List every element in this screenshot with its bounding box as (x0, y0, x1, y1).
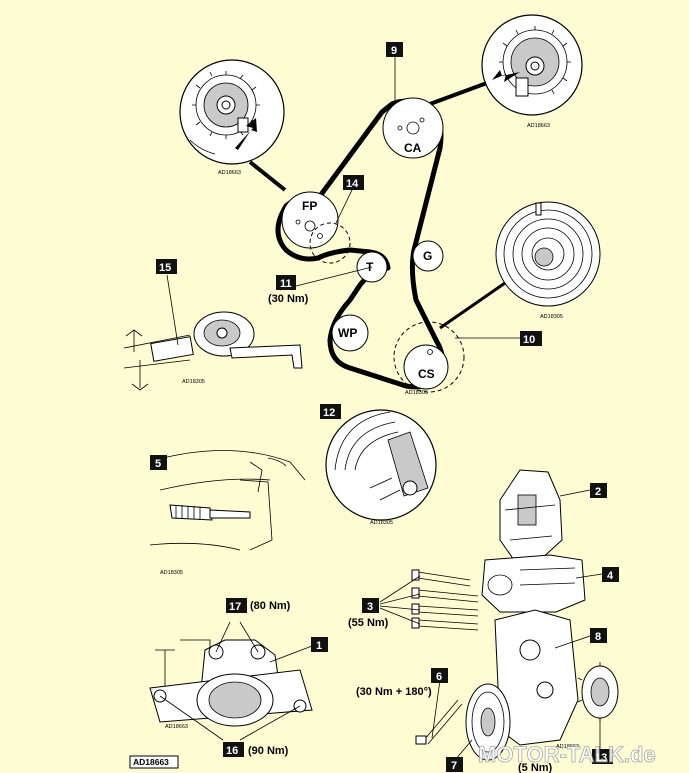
zoom-12-detail: AD18305 (325, 409, 437, 526)
tensioner-tool-code: AD18305 (182, 379, 205, 385)
guide-pulley: G (412, 240, 444, 272)
callout-11: 11 (276, 275, 296, 290)
svg-text:2: 2 (595, 486, 601, 498)
leader-3d (379, 607, 421, 625)
callout-14: 14 (343, 175, 364, 190)
svg-text:12: 12 (323, 407, 335, 419)
leader-3a (379, 575, 421, 603)
tensioner-label: T (366, 260, 374, 274)
camshaft-detail: AD18663 (481, 14, 583, 129)
figure-reference: AD18663 (129, 755, 179, 769)
leader-3c (379, 605, 421, 611)
svg-text:8: 8 (595, 631, 601, 643)
crank-pulley-code: AD18305 (540, 314, 563, 320)
torque-small-bolts: (5 Nm) (518, 762, 553, 773)
callout-9: 9 (386, 42, 403, 57)
engine-mount-detail: AD18663 (149, 621, 313, 741)
leader-14 (335, 189, 353, 224)
svg-text:4: 4 (607, 570, 614, 582)
torque-crank-bolt: (30 Nm + 180°) (356, 686, 432, 698)
torque-tensioner: (30 Nm) (268, 293, 309, 305)
belt-route-group: CA FP T G WP CS (248, 56, 520, 396)
callout-8: 8 (590, 628, 607, 643)
svg-text:1: 1 (316, 640, 322, 652)
callout-17: 17 (226, 598, 247, 613)
svg-text:6: 6 (436, 671, 442, 683)
water-pump-pulley: WP (331, 314, 369, 352)
leader-6 (431, 679, 441, 739)
fp-leader (248, 160, 287, 192)
callout-5: 5 (150, 455, 167, 470)
cam-leader (429, 78, 496, 106)
svg-text:15: 15 (159, 262, 171, 274)
svg-text:17: 17 (229, 601, 241, 613)
mount-detail-code: AD18663 (165, 724, 188, 730)
leader-7 (454, 739, 473, 761)
callout-3: 3 (362, 598, 379, 613)
guide-label: G (423, 249, 432, 263)
fp-detail-code: AD18663 (218, 170, 241, 176)
leader-3b (379, 593, 421, 605)
callout-16: 16 (223, 742, 244, 757)
fuel-pump-pulley: FP (281, 191, 339, 249)
svg-text:AD18663: AD18663 (133, 757, 169, 767)
pin-detail-code: AD18305 (160, 570, 183, 576)
covers-detail-code: AD18663 (556, 744, 579, 750)
svg-text:7: 7 (451, 760, 457, 772)
crankshaft-label: CS (418, 367, 435, 381)
fuel-pump-detail: AD18663 (179, 59, 285, 176)
covers-exploded-detail: AD18663 (379, 469, 619, 761)
arrow-icon (235, 118, 257, 150)
callout-4: 4 (602, 567, 619, 582)
callout-10: 10 (520, 331, 542, 346)
callout-7: 7 (446, 757, 463, 772)
svg-text:14: 14 (346, 178, 359, 190)
callout-13: 13 (592, 749, 613, 764)
cs-detail-code: AD18305 (405, 390, 428, 396)
svg-text:3: 3 (367, 601, 373, 613)
torque-mount-bottom: (90 Nm) (248, 745, 289, 757)
camshaft-label: CA (404, 141, 422, 155)
cam-detail-code: AD18663 (527, 123, 550, 129)
fuel-pump-label: FP (302, 199, 317, 213)
svg-text:5: 5 (155, 458, 161, 470)
detail-circle-14 (309, 222, 351, 264)
callout-1: 1 (311, 637, 328, 652)
pin-detail: AD18305 (149, 450, 306, 576)
crank-pulley-detail: AD18305 (495, 201, 601, 320)
cs-leader (439, 281, 506, 330)
torque-cover-bolts: (55 Nm) (348, 617, 389, 629)
callout-12: 12 (320, 404, 341, 419)
leader-2 (559, 489, 591, 497)
svg-text:11: 11 (280, 278, 292, 290)
svg-text:13: 13 (595, 752, 607, 764)
arrow-icon (492, 70, 520, 82)
callout-2: 2 (590, 483, 607, 498)
leader-4 (575, 573, 603, 579)
detail-circle-10 (393, 321, 465, 393)
crankshaft-pulley: CS (403, 344, 449, 390)
callout-6: 6 (431, 668, 448, 683)
long-bolts (411, 569, 479, 631)
svg-text:16: 16 (226, 745, 238, 757)
water-pump-label: WP (338, 326, 357, 340)
leader-8 (554, 635, 591, 649)
svg-text:9: 9 (391, 45, 397, 57)
zoom12-code: AD18305 (370, 520, 393, 526)
watermark: MOTOR-TALK.de (478, 742, 656, 767)
tensioner-tool-detail: AD18305 (123, 274, 303, 391)
callout-15: 15 (156, 259, 177, 274)
svg-text:10: 10 (523, 334, 535, 346)
torque-mount-top: (80 Nm) (250, 600, 291, 612)
camshaft-pulley: CA (382, 97, 444, 159)
